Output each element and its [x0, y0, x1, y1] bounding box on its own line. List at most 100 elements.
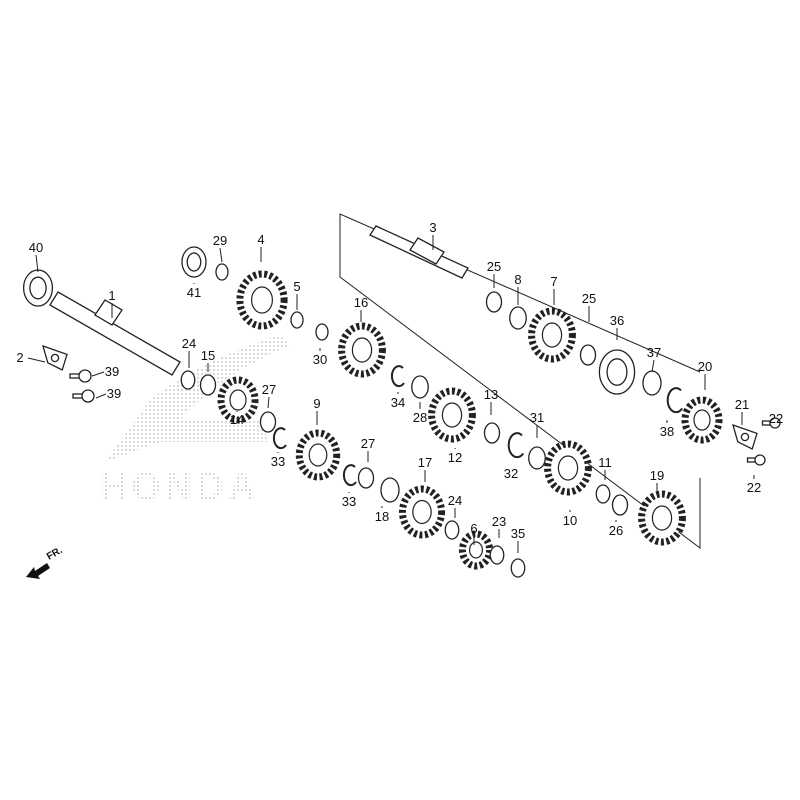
part-ring-23[interactable] — [489, 545, 505, 565]
counter-shaft — [369, 225, 469, 279]
watermark-lettering: HONDA — [100, 465, 260, 509]
callout-number: 17 — [418, 455, 432, 470]
callout-number: 38 — [660, 424, 674, 439]
front-indicator-label: FR. — [45, 545, 65, 563]
part-ring-8[interactable] — [509, 306, 527, 330]
callout-number: 25 — [487, 259, 501, 274]
callout-number: 29 — [213, 233, 227, 248]
callout-number: 34 — [391, 395, 405, 410]
part-clip-32[interactable] — [507, 432, 525, 459]
callout-number: 26 — [609, 523, 623, 538]
part-gear-16[interactable] — [338, 322, 386, 378]
callout-number: 22 — [747, 480, 761, 495]
part-bolt-22[interactable] — [761, 417, 781, 429]
callout-number: 41 — [187, 285, 201, 300]
callout-number: 40 — [29, 240, 43, 255]
part-gear-19[interactable] — [638, 490, 686, 546]
part-clip-33[interactable] — [272, 427, 287, 450]
part-bolt-39[interactable] — [72, 389, 95, 403]
callout-number: 24 — [448, 493, 462, 508]
part-bolt-22[interactable] — [746, 454, 766, 466]
part-bolt-39[interactable] — [69, 369, 92, 383]
callout-number: 6 — [470, 521, 477, 536]
callout-number: 4 — [257, 232, 264, 247]
leader-line — [95, 393, 107, 399]
callout-number: 15 — [201, 348, 215, 363]
callout-number: 7 — [550, 274, 557, 289]
part-gear-20[interactable] — [681, 396, 723, 444]
callout-number: 19 — [650, 468, 664, 483]
callout-number: 9 — [313, 396, 320, 411]
part-bear-41[interactable] — [181, 246, 207, 278]
callout-number: 11 — [598, 455, 612, 470]
part-ring-18[interactable] — [380, 477, 400, 503]
leader-line — [91, 371, 105, 377]
part-gear-9[interactable] — [295, 429, 341, 481]
callout-number: 8 — [514, 272, 521, 287]
part-ring-28[interactable] — [411, 375, 429, 399]
part-clip-34[interactable] — [390, 365, 405, 388]
callout-number: 31 — [530, 410, 544, 425]
part-ring-15[interactable] — [199, 374, 217, 396]
part-bear-40[interactable] — [22, 269, 54, 307]
callout-number: 5 — [293, 279, 300, 294]
leader-line — [267, 396, 270, 409]
part-ring-5[interactable] — [290, 311, 304, 329]
part-ring-25[interactable] — [485, 291, 503, 313]
part-ring-24[interactable] — [444, 520, 460, 540]
callout-number: 39 — [107, 386, 121, 401]
callout-number: 25 — [582, 291, 596, 306]
callout-number: 10 — [563, 513, 577, 528]
callout-number: 35 — [511, 526, 525, 541]
part-ring-30[interactable] — [315, 323, 329, 341]
leader-line — [35, 254, 39, 273]
part-clip-33[interactable] — [342, 464, 357, 487]
part-gear-6[interactable] — [458, 530, 494, 570]
part-gear-14[interactable] — [217, 376, 259, 424]
part-gear-12[interactable] — [428, 387, 476, 443]
callout-number: 23 — [492, 514, 506, 529]
part-clip-38[interactable] — [666, 387, 684, 414]
callout-number: 2 — [16, 350, 23, 365]
part-ring-13[interactable] — [483, 422, 501, 444]
leader-line — [27, 357, 46, 363]
part-ring-37[interactable] — [642, 370, 662, 396]
callout-number: 24 — [182, 336, 196, 351]
callout-number: 16 — [354, 295, 368, 310]
callout-number: 18 — [375, 509, 389, 524]
part-ring-26[interactable] — [611, 494, 629, 516]
callout-number: 33 — [271, 454, 285, 469]
callout-number: 27 — [361, 436, 375, 451]
callout-number: 13 — [484, 387, 498, 402]
callout-number: 27 — [262, 382, 276, 397]
part-ring-31[interactable] — [528, 446, 546, 470]
part-gear-7[interactable] — [528, 307, 576, 363]
part-ring-11[interactable] — [595, 484, 611, 504]
callout-number: 3 — [429, 220, 436, 235]
callout-number: 22 — [769, 411, 783, 426]
part-plate-2[interactable] — [42, 344, 68, 371]
part-bear-36[interactable] — [598, 349, 636, 395]
part-gear-10[interactable] — [544, 440, 592, 496]
callout-number: 30 — [313, 352, 327, 367]
callout-number: 33 — [342, 494, 356, 509]
callout-number: 12 — [448, 450, 462, 465]
part-plate-21[interactable] — [732, 423, 758, 450]
part-ring-24[interactable] — [180, 370, 196, 390]
callout-number: 28 — [413, 410, 427, 425]
part-ring-27[interactable] — [357, 467, 375, 489]
part-ring-27[interactable] — [259, 411, 277, 433]
part-gear-17[interactable] — [398, 485, 446, 539]
callout-number: 36 — [610, 313, 624, 328]
main-shaft — [49, 291, 181, 376]
part-gear-4[interactable] — [236, 270, 288, 330]
callout-number: 14 — [230, 412, 244, 427]
callout-number: 32 — [504, 466, 518, 481]
part-ring-25[interactable] — [579, 344, 597, 366]
part-ring-29[interactable] — [215, 263, 229, 281]
part-ring-35[interactable] — [510, 558, 526, 578]
callout-number: 1 — [108, 288, 115, 303]
leader-line — [219, 247, 223, 263]
